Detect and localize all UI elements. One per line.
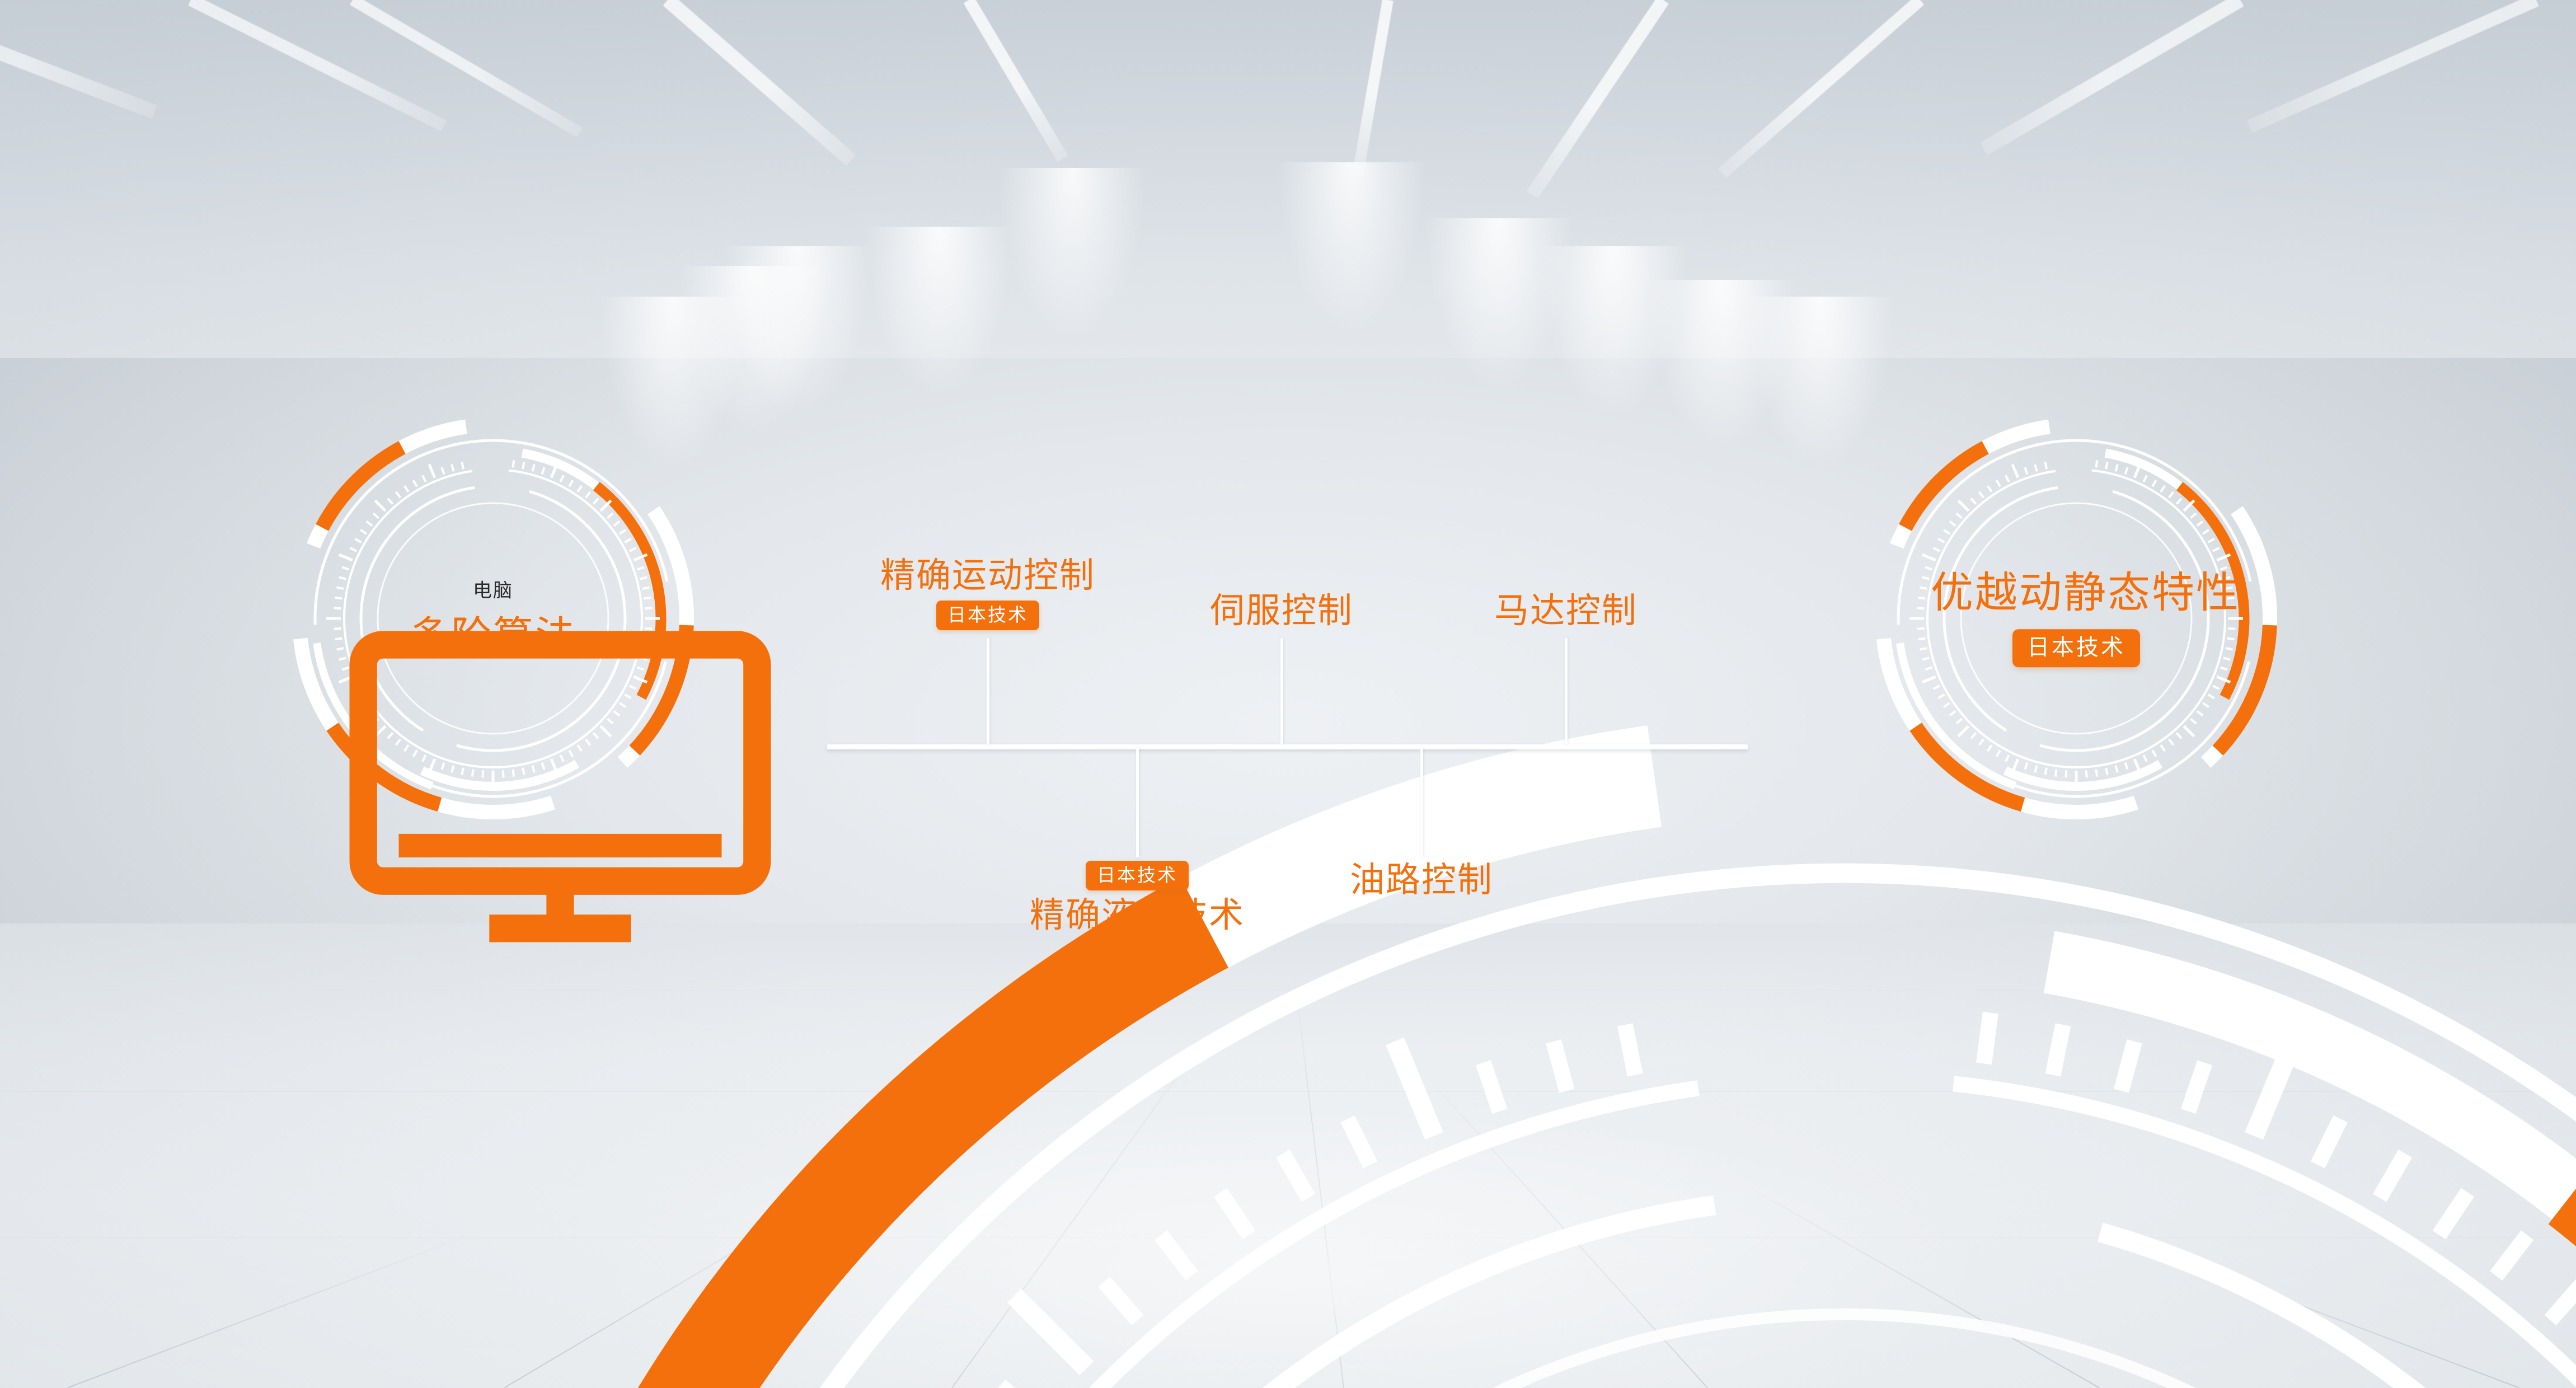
- floor-grid-line: [0, 1273, 21, 1388]
- node-badge: 日本技术: [936, 601, 1039, 631]
- node-title: 精确液压技术: [1029, 896, 1245, 935]
- diagram-stem-bottom: [1420, 748, 1423, 857]
- diagram-stem-bottom: [1136, 748, 1139, 857]
- diagram-spine: [827, 744, 1748, 749]
- floor-grid-hline: [0, 1091, 2576, 1092]
- diagram-node-top[interactable]: 精确运动控制日本技术: [764, 556, 1212, 631]
- floor-grid-line: [67, 1235, 468, 1388]
- node-title: 精确运动控制: [880, 556, 1095, 595]
- right-ring-graphic: 优越动静态特性 日本技术: [1864, 406, 2289, 831]
- node-title: 马达控制: [1494, 592, 1637, 630]
- icon-caption: 电脑: [473, 580, 513, 602]
- diagram-node-bottom[interactable]: 油路控制: [1198, 861, 1645, 899]
- right-ring-content: 优越动静态特性 日本技术: [1931, 569, 2240, 667]
- diagram-stem-top: [1565, 638, 1568, 744]
- ceiling-surface: [0, 0, 2576, 358]
- diagram-stem-top: [987, 638, 989, 744]
- diagram-node-top[interactable]: 伺服控制: [1058, 592, 1505, 630]
- node-title: 油路控制: [1349, 861, 1493, 899]
- diagram-node-top[interactable]: 马达控制: [1342, 592, 1790, 630]
- diagram-stem-top: [1280, 638, 1283, 744]
- node-badge: 日本技术: [1086, 861, 1189, 890]
- left-ring-content: 电脑 多阶算法: [348, 578, 2576, 1388]
- node-title: 伺服控制: [1209, 592, 1353, 630]
- right-ring-badge: 日本技术: [2012, 629, 2140, 667]
- left-ring-graphic: 电脑 多阶算法: [280, 406, 2576, 1388]
- diagram-node-bottom[interactable]: 日本技术精确液压技术: [913, 861, 1361, 935]
- right-ring-title: 优越动静态特性: [1931, 569, 2240, 617]
